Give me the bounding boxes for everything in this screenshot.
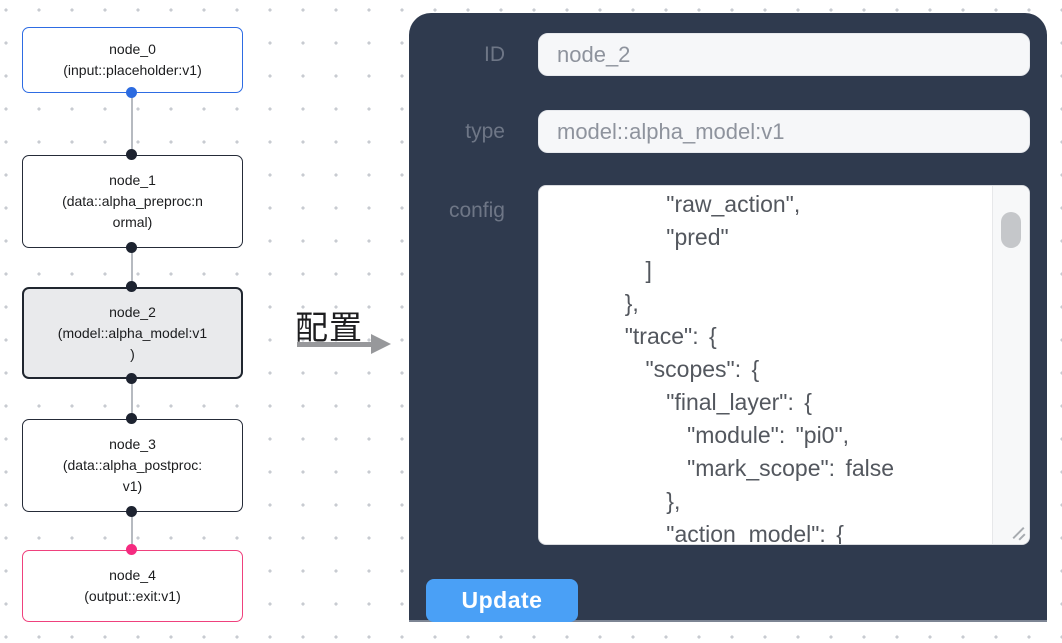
edge-node1-node2 [131, 248, 133, 287]
graph-node-node_4[interactable]: node_4 (output::exit:v1) [22, 550, 243, 622]
graph-node-node_0[interactable]: node_0 (input::placeholder:v1) [22, 27, 243, 93]
node-title: node_1 [109, 172, 156, 188]
port-node3-in[interactable] [126, 413, 137, 424]
node-title: node_0 [109, 41, 156, 57]
port-node0-out[interactable] [126, 87, 137, 98]
node-type: (model::alpha_model:v1 ) [57, 324, 208, 362]
port-node1-in[interactable] [126, 149, 137, 160]
graph-node-node_1[interactable]: node_1 (data::alpha_preproc:n ormal) [22, 155, 243, 248]
node-type: (data::alpha_preproc:n ormal) [62, 193, 203, 230]
node-config-panel: ID type config "raw_action", "pred" ] },… [409, 13, 1047, 622]
id-input[interactable] [538, 33, 1030, 76]
edge-node2-node3 [131, 379, 133, 419]
arrow-right-icon [371, 334, 391, 354]
config-scrollbar-thumb[interactable] [1001, 212, 1021, 248]
node-title: node_4 [109, 567, 156, 583]
edge-node3-node4 [131, 512, 133, 550]
port-node3-out[interactable] [126, 506, 137, 517]
type-field-label: type [465, 120, 505, 143]
textarea-resize-handle-icon[interactable] [1008, 523, 1026, 541]
node-title: node_3 [109, 436, 156, 452]
node-title: node_2 [109, 303, 156, 320]
config-json[interactable]: "raw_action", "pred" ] }, "trace": { "sc… [624, 191, 895, 544]
port-node2-out[interactable] [126, 373, 137, 384]
graph-node-node_2-selected[interactable]: node_2 (model::alpha_model:v1 ) [22, 287, 243, 379]
node-type: (input::placeholder:v1) [63, 62, 202, 78]
port-node1-out[interactable] [126, 242, 137, 253]
config-annotation-label: 配置 [295, 309, 363, 346]
config-editor[interactable]: "raw_action", "pred" ] }, "trace": { "sc… [538, 185, 1030, 545]
update-button[interactable]: Update [426, 579, 578, 622]
config-scrollbar-track[interactable] [992, 186, 1029, 544]
node-type: (data::alpha_postproc: v1) [62, 457, 203, 494]
config-field-label: config [448, 199, 505, 222]
graph-node-node_3[interactable]: node_3 (data::alpha_postproc: v1) [22, 419, 243, 512]
id-field-label: ID [484, 43, 505, 66]
edge-node0-node1 [131, 93, 133, 155]
node-type: (output::exit:v1) [84, 588, 181, 604]
port-node4-in[interactable] [126, 544, 137, 555]
type-input[interactable] [538, 110, 1030, 153]
port-node2-in[interactable] [126, 281, 137, 292]
arrow-shaft [297, 342, 373, 347]
